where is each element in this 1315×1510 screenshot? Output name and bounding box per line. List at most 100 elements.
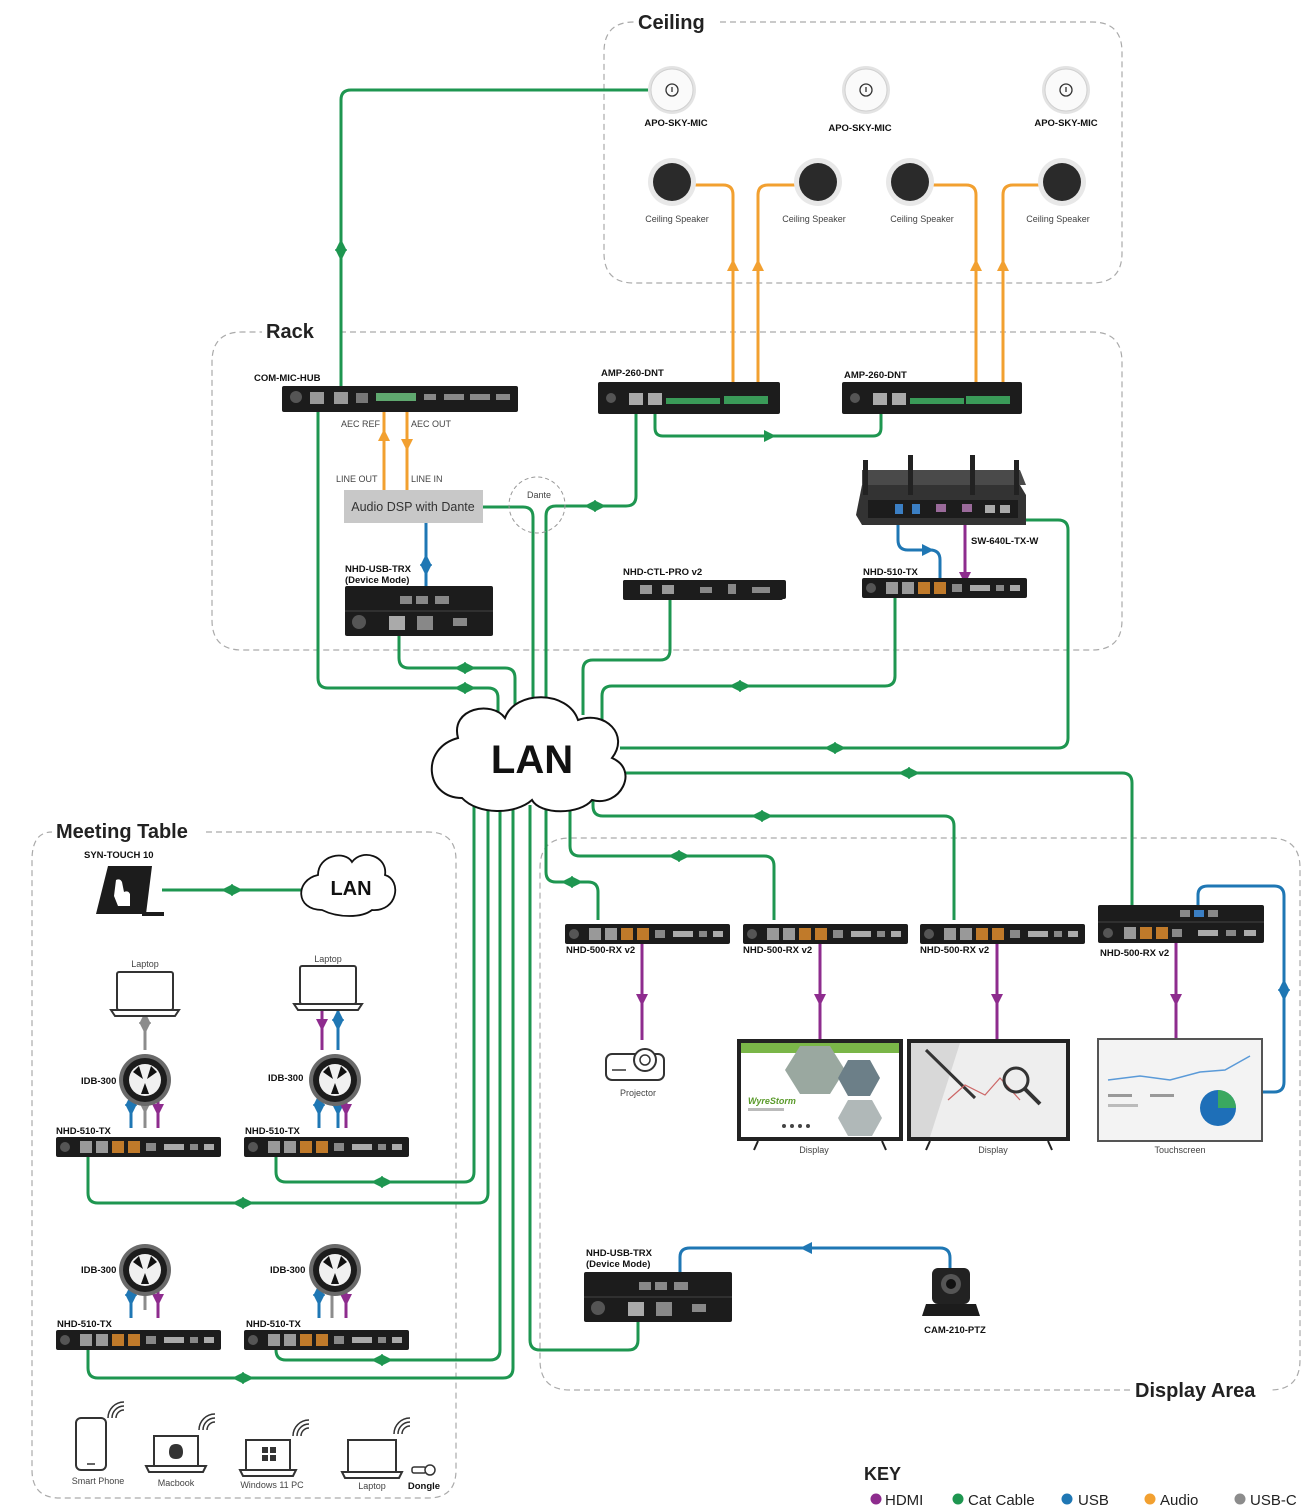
idb-300-3: IDB-300: [81, 1244, 171, 1296]
touchscreen: Touchscreen: [1097, 1038, 1263, 1155]
lan-label: LAN: [491, 738, 573, 782]
display-area-zone: Display Area: [539, 837, 1301, 1402]
nhd-510-tx-rack: NHD-510-TX: [862, 567, 1027, 598]
amp-2: AMP-260-DNT: [842, 370, 1022, 414]
ceiling-speaker-3: Ceiling Speaker: [886, 158, 954, 224]
speaker-label: Ceiling Speaker: [890, 214, 954, 224]
rx-1: NHD-500-RX v2: [565, 924, 730, 956]
legend: KEY HDMI Cat Cable USB Audio USB-C: [864, 1464, 1297, 1509]
rx-label: NHD-500-RX v2: [920, 945, 989, 956]
idb-label: IDB-300: [81, 1265, 116, 1276]
line-in-label: LINE IN: [411, 474, 443, 484]
meeting-lan-label: LAN: [330, 878, 371, 900]
touchscreen-label: Touchscreen: [1154, 1145, 1205, 1155]
display-1: WyreStorm Display: [737, 1039, 903, 1155]
dongle-label: Dongle: [408, 1481, 440, 1492]
aec-out-label: AEC OUT: [411, 419, 452, 429]
sw-640l-switcher: SW-640L-TX-W: [856, 455, 1038, 547]
com-mic-hub: COM-MIC-HUB: [254, 373, 518, 412]
mic-label: APO-SKY-MIC: [1034, 118, 1097, 129]
idb-300-4: IDB-300: [270, 1244, 361, 1296]
key-label-usbc: USB-C: [1250, 1492, 1297, 1509]
display-label: Display: [799, 1145, 829, 1155]
mic-label: APO-SKY-MIC: [828, 123, 891, 134]
dongle: Dongle: [408, 1464, 440, 1492]
key-label-hdmi: HDMI: [885, 1492, 923, 1509]
display-label: Display: [978, 1145, 1008, 1155]
com-mic-hub-label: COM-MIC-HUB: [254, 373, 321, 384]
mic-label: APO-SKY-MIC: [644, 118, 707, 129]
key-label-usb: USB: [1078, 1492, 1109, 1509]
idb-300-1: IDB-300: [81, 1054, 171, 1106]
usb-trx-rack: NHD-USB-TRX (Device Mode): [344, 564, 494, 637]
meeting-tx-3: NHD-510-TX: [56, 1319, 221, 1350]
camera-label: CAM-210-PTZ: [924, 1325, 986, 1336]
projector: Projector: [605, 1048, 665, 1098]
key-label-cat: Cat Cable: [968, 1492, 1035, 1509]
hdmi-cables: [156, 510, 1178, 1318]
lan-cloud: LAN: [430, 696, 627, 813]
ceiling-speaker-4: Ceiling Speaker: [1026, 158, 1090, 224]
speaker-label: Ceiling Speaker: [782, 214, 846, 224]
tx-label: NHD-510-TX: [57, 1319, 113, 1330]
meeting-tx-1: NHD-510-TX: [56, 1126, 221, 1157]
laptop-wireless-label: Laptop: [358, 1481, 386, 1491]
ceiling-title: Ceiling: [638, 12, 705, 34]
smart-phone-label: Smart Phone: [72, 1476, 125, 1486]
laptop-label: Laptop: [131, 959, 159, 969]
laptop-1: Laptop: [110, 959, 180, 1017]
line-out-label: LINE OUT: [336, 474, 378, 484]
tx-label: NHD-510-TX: [246, 1319, 302, 1330]
smart-phone: Smart Phone: [72, 1401, 125, 1486]
cat-cables: [86, 88, 1134, 1380]
rx-2: NHD-500-RX v2: [743, 924, 908, 956]
usb-trx-display: NHD-USB-TRX (Device Mode): [583, 1248, 733, 1323]
ctl-pro-label: NHD-CTL-PRO v2: [623, 567, 702, 578]
meeting-table-zone: Meeting Table: [31, 821, 457, 1499]
laptop-wireless: Laptop: [340, 1417, 411, 1491]
audio-dsp: Audio DSP with Dante: [344, 490, 483, 523]
amp-1: AMP-260-DNT: [598, 368, 780, 414]
ceiling-zone: Ceiling: [603, 12, 1123, 284]
switcher-label: SW-640L-TX-W: [971, 536, 1038, 547]
idb-label: IDB-300: [268, 1073, 303, 1084]
display-area-title: Display Area: [1135, 1380, 1256, 1402]
rx-label: NHD-500-RX v2: [566, 945, 635, 956]
rack-zone: Rack: [211, 321, 1123, 651]
macbook: Macbook: [144, 1413, 216, 1488]
projector-label: Projector: [620, 1088, 656, 1098]
key-title: KEY: [864, 1464, 901, 1484]
tx-label: NHD-510-TX: [245, 1126, 301, 1137]
windows-pc-label: Windows 11 PC: [240, 1480, 304, 1490]
amp-2-label: AMP-260-DNT: [844, 370, 907, 381]
rx-label: NHD-500-RX v2: [743, 945, 812, 956]
key-label-audio: Audio: [1160, 1492, 1198, 1509]
dante-label: Dante: [527, 490, 551, 500]
windows-pc: Windows 11 PC: [238, 1419, 310, 1490]
ceiling-mic-3: APO-SKY-MIC: [1034, 65, 1098, 129]
dsp-label: Audio DSP with Dante: [351, 500, 474, 514]
dante-network: Dante: [508, 476, 566, 534]
rack-title: Rack: [266, 321, 315, 343]
speaker-label: Ceiling Speaker: [1026, 214, 1090, 224]
idb-label: IDB-300: [81, 1076, 116, 1087]
aec-ref-label: AEC REF: [341, 419, 381, 429]
rx-3: NHD-500-RX v2: [920, 924, 1085, 956]
cat-arrows: [221, 239, 920, 1384]
display-2: Display: [907, 1039, 1070, 1155]
laptop-2: Laptop: [293, 954, 363, 1011]
usb-trx-display-label-1: NHD-USB-TRX: [586, 1248, 653, 1259]
cam-210-ptz: CAM-210-PTZ: [922, 1268, 986, 1336]
key-item-cat: Cat Cable: [952, 1492, 1035, 1509]
rx-label: NHD-500-RX v2: [1100, 948, 1169, 959]
laptop-label: Laptop: [314, 954, 342, 964]
tx-rack-label: NHD-510-TX: [863, 567, 919, 578]
usb-trx-rack-label-2: (Device Mode): [345, 575, 409, 586]
meeting-tx-4: NHD-510-TX: [244, 1319, 409, 1350]
key-item-audio: Audio: [1144, 1492, 1198, 1509]
key-item-usb: USB: [1061, 1492, 1109, 1509]
rx-4: NHD-500-RX v2: [1098, 905, 1264, 959]
key-item-usbc: USB-C: [1234, 1492, 1297, 1509]
meeting-tx-2: NHD-510-TX: [244, 1126, 409, 1157]
